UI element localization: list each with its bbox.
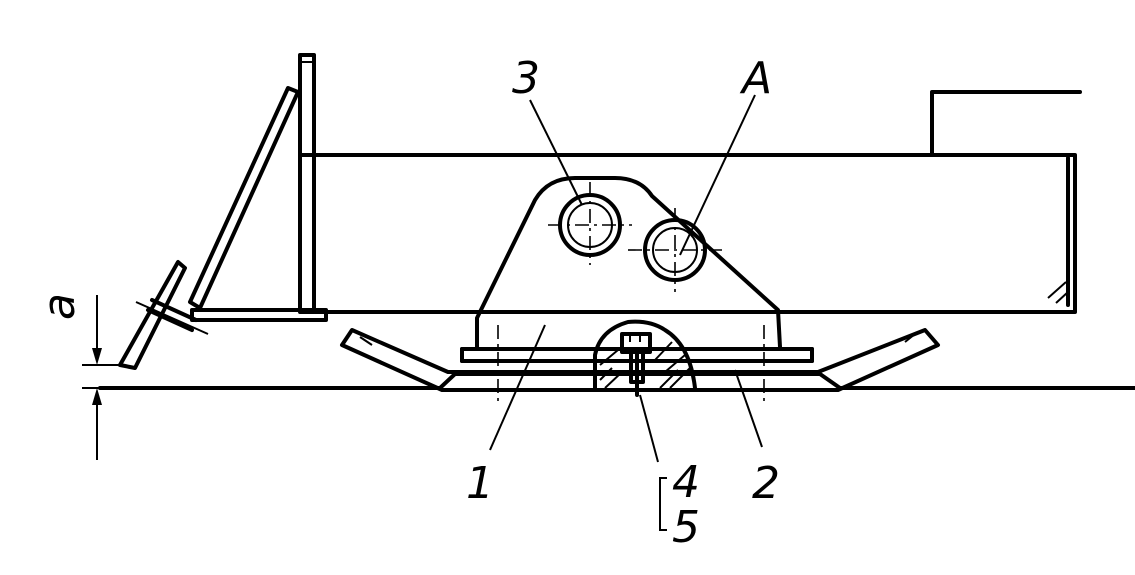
label-part-5: 5 [672, 502, 700, 553]
leader-lines [489, 94, 763, 531]
hole-a [628, 208, 722, 292]
label-dimension-a: a [34, 293, 85, 320]
dimension-a [82, 295, 125, 460]
label-view-a: A [739, 53, 772, 104]
label-part-4: 4 [672, 457, 700, 508]
label-part-3: 3 [512, 53, 540, 104]
inclined-plate [118, 86, 300, 370]
label-part-2: 2 [752, 458, 780, 509]
fastener-section [593, 319, 697, 463]
centre-axes [497, 325, 765, 405]
housing-frame [190, 53, 1082, 322]
label-part-1: 1 [466, 458, 494, 509]
hole-3 [548, 182, 632, 265]
